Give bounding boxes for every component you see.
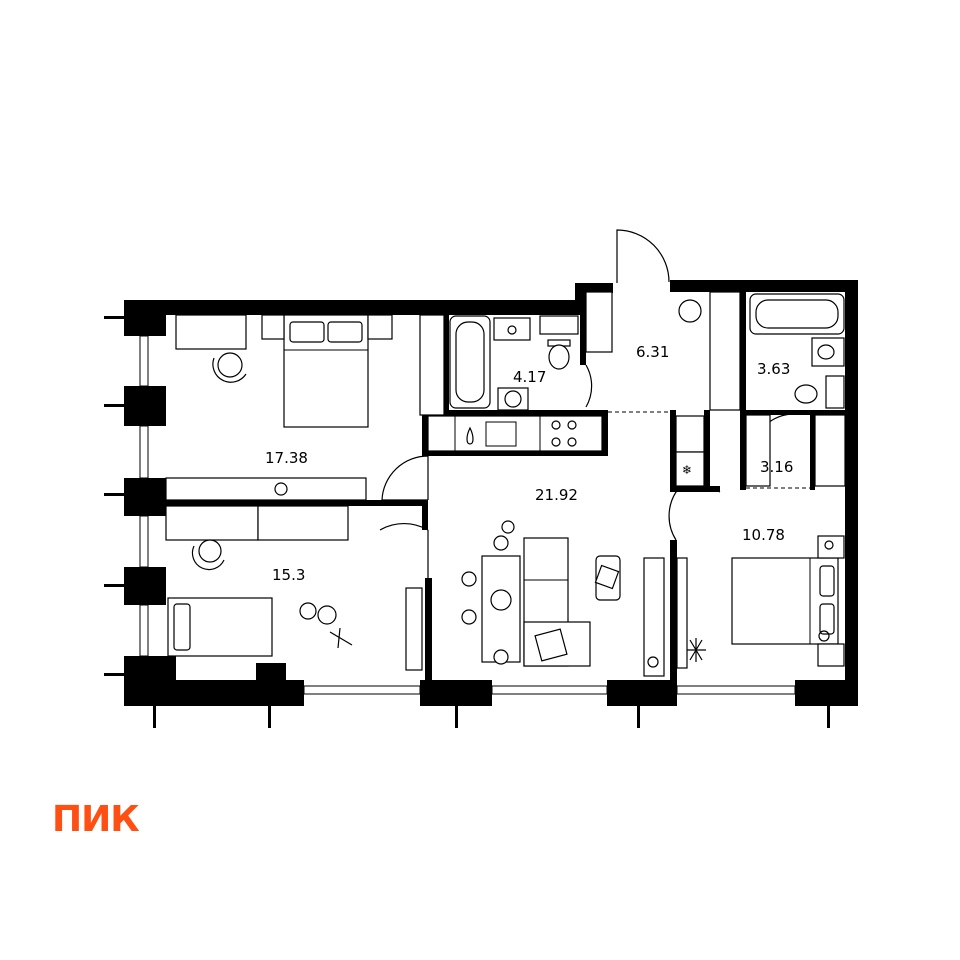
living-furniture xyxy=(461,520,665,677)
area-label-bedroom-2: 15.3 xyxy=(272,566,305,584)
area-label-bathroom-1: 4.17 xyxy=(513,368,546,386)
brand-logo: ПИК xyxy=(52,799,139,840)
interior-walls xyxy=(166,292,846,680)
windows xyxy=(139,335,796,695)
bathroom-2-fixtures xyxy=(745,293,846,487)
area-label-bedroom-1: 17.38 xyxy=(265,449,308,467)
area-labels: 17.38 4.17 6.31 3.63 21.92 3.16 10.78 15… xyxy=(265,343,793,584)
bathroom-1-fixtures xyxy=(449,315,579,411)
area-label-bathroom-2: 3.63 xyxy=(757,360,790,378)
bedroom-3-furniture xyxy=(676,535,845,669)
svg-text:❄: ❄ xyxy=(682,463,692,477)
area-label-bedroom-3: 10.78 xyxy=(742,526,785,544)
area-label-hallway: 6.31 xyxy=(636,343,669,361)
bedroom-2-furniture xyxy=(165,505,423,671)
bedroom-1-furniture xyxy=(165,314,445,501)
area-label-living-kitchen: 21.92 xyxy=(535,486,578,504)
hallway-fixtures: ❄ xyxy=(585,291,741,487)
kitchen-fixtures xyxy=(427,415,603,452)
exterior-walls xyxy=(104,280,858,728)
area-label-corridor: 3.16 xyxy=(760,458,793,476)
